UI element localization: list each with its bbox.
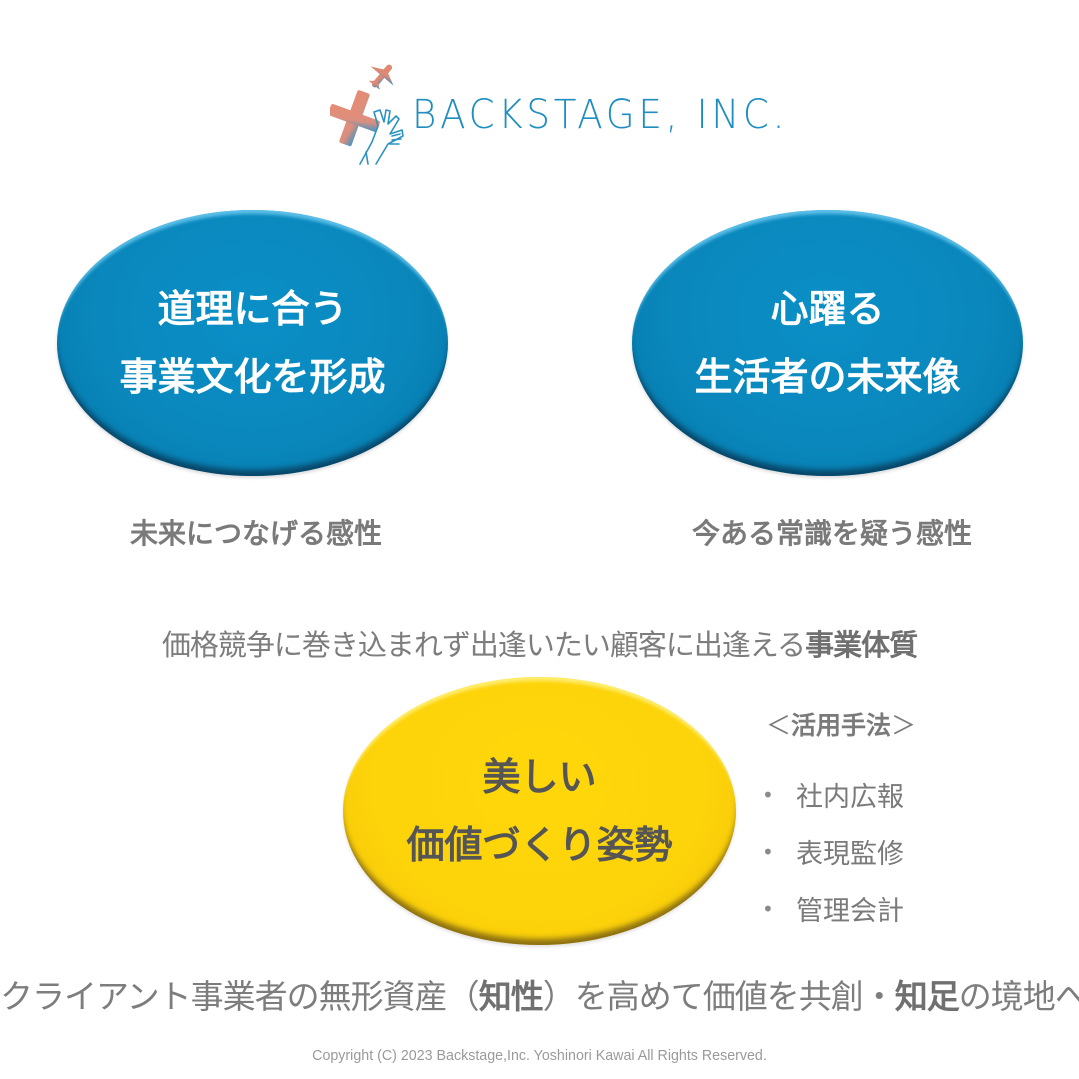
methods-close-bracket: ＞ (891, 711, 917, 740)
method-label: 表現監修 (796, 839, 904, 870)
statement-middle-emphasis: 事業体質 (805, 628, 918, 662)
list-item: • 管理会計 (762, 880, 942, 937)
methods-panel: ＜活用手法＞ • 社内広報 • 表現監修 • 管理会計 (762, 706, 942, 937)
caption-question-sensibility: 今ある常識を疑う感性 (692, 517, 973, 550)
company-name: BACKSTAGE, INC. (412, 92, 789, 138)
ellipse-value-creation: 美しい 価値づくり姿勢 (343, 677, 736, 945)
methods-title-text: 活用手法 (791, 711, 892, 740)
ellipse-right-line-1: 心躍る (770, 287, 885, 331)
statement-bottom-part-1: クライアント事業者の無形資産（ (0, 977, 480, 1016)
caption-future-sensibility: 未来につなげる感性 (130, 517, 383, 550)
statement-middle-text: 価格競争に巻き込まれず出逢いたい顧客に出逢える (161, 628, 806, 662)
bullet-icon: • (762, 896, 774, 921)
statement-bottom-emphasis-1: 知性 (478, 977, 544, 1016)
bullet-icon: • (762, 782, 774, 807)
airplane-hands-logo-icon (330, 64, 404, 165)
statement-bottom-part-3: の境地へ (958, 977, 1079, 1016)
ellipse-left-line-2: 事業文化を形成 (119, 355, 386, 399)
list-item: • 表現監修 (762, 823, 942, 880)
ellipse-bottom-line-1: 美しい (482, 755, 597, 799)
business-constitution-statement: 価格競争に巻き込まれず出逢いたい顧客に出逢える事業体質 (0, 622, 1079, 664)
methods-title: ＜活用手法＞ (766, 706, 942, 742)
ellipse-left-line-1: 道理に合う (157, 287, 348, 331)
methods-open-bracket: ＜ (766, 711, 792, 740)
method-label: 管理会計 (796, 896, 904, 927)
statement-bottom-part-2: ）を高めて価値を共創・ (542, 977, 896, 1016)
statement-bottom-emphasis-2: 知足 (894, 977, 960, 1016)
ellipse-right-line-2: 生活者の未来像 (694, 355, 961, 399)
ellipse-bottom-line-2: 価値づくり姿勢 (406, 823, 673, 867)
co-creation-statement: クライアント事業者の無形資産（知性）を高めて価値を共創・知足の境地へ (0, 970, 1079, 1018)
copyright-notice: Copyright (C) 2023 Backstage,Inc. Yoshin… (312, 1047, 767, 1064)
company-logo: BACKSTAGE, INC. (330, 56, 784, 168)
bullet-icon: • (762, 839, 774, 864)
list-item: • 社内広報 (762, 766, 942, 823)
method-label: 社内広報 (796, 782, 904, 813)
ellipse-future-vision: 心躍る 生活者の未来像 (632, 210, 1023, 476)
ellipse-business-culture: 道理に合う 事業文化を形成 (57, 210, 448, 476)
methods-list: • 社内広報 • 表現監修 • 管理会計 (762, 766, 942, 937)
